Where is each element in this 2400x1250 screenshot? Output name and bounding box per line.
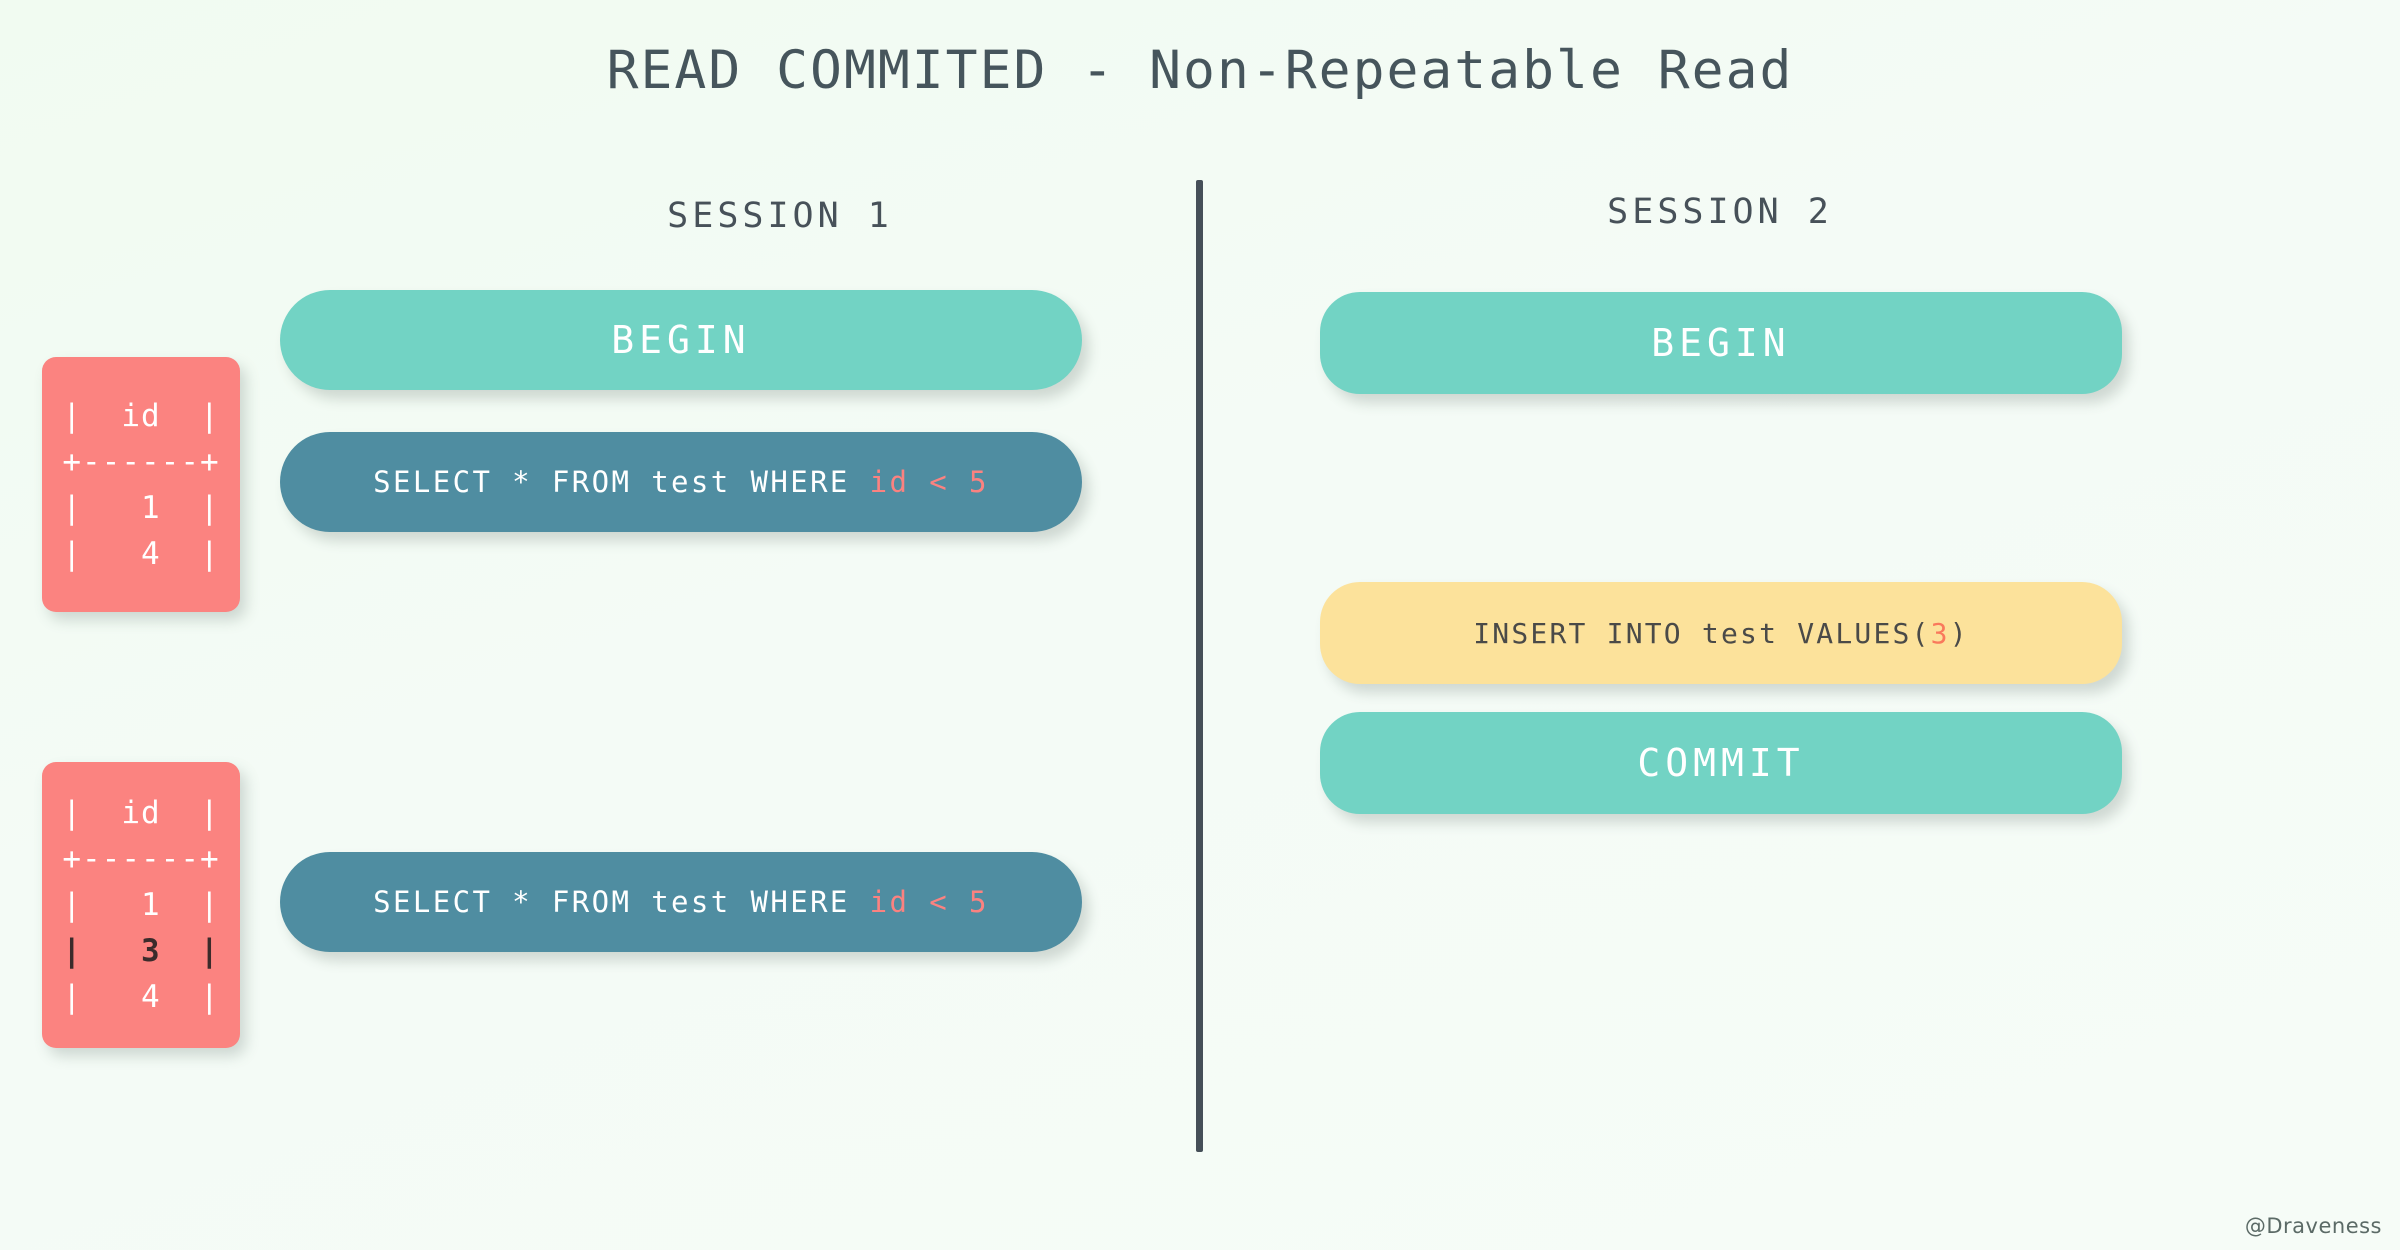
session-1-select-statement-2[interactable]: SELECT * FROM test WHERE id < 5 (280, 852, 1082, 952)
session-2-commit-statement[interactable]: COMMIT (1320, 712, 2122, 814)
page-title: READ COMMITED - Non-Repeatable Read (606, 40, 1794, 101)
session-2-header: SESSION 2 (1607, 192, 1833, 232)
result-table-first: | id | +------+ | 1 | | 4 | (42, 357, 240, 612)
statement-label: SELECT * FROM test WHERE (373, 465, 870, 499)
statement-label: SELECT * FROM test WHERE (373, 885, 870, 919)
session-1-header: SESSION 1 (667, 196, 893, 236)
table-row: | id | (62, 397, 220, 434)
session-1-begin-statement[interactable]: BEGIN (280, 290, 1082, 390)
table-row: | 4 | (62, 535, 220, 572)
statement-label: BEGIN (1651, 321, 1791, 365)
statement-label: COMMIT (1637, 741, 1805, 785)
statement-highlight: id < 5 (869, 465, 989, 499)
session-2-insert-statement[interactable]: INSERT INTO test VALUES(3) (1320, 582, 2122, 684)
table-row: | 1 | (62, 489, 220, 526)
table-row-inserted: | 3 | (62, 933, 220, 969)
table-row: +------+ (62, 443, 220, 480)
session-1-select-statement-1[interactable]: SELECT * FROM test WHERE id < 5 (280, 432, 1082, 532)
session-2-begin-statement[interactable]: BEGIN (1320, 292, 2122, 394)
result-table-second: | id | +------+ | 1 | | 3 | | 4 | (42, 762, 240, 1048)
table-row: | id | (62, 795, 220, 831)
statement-label: BEGIN (611, 318, 751, 362)
statement-highlight: 3 (1930, 616, 1950, 650)
table-row: | 4 | (62, 979, 220, 1015)
session-divider (1196, 180, 1203, 1152)
statement-label: INSERT INTO test VALUES( (1473, 616, 1931, 650)
statement-suffix: ) (1949, 616, 1969, 650)
table-row: | 1 | (62, 887, 220, 923)
table-row: +------+ (62, 841, 220, 877)
statement-highlight: id < 5 (869, 885, 989, 919)
author-watermark: @Draveness (2244, 1214, 2382, 1238)
